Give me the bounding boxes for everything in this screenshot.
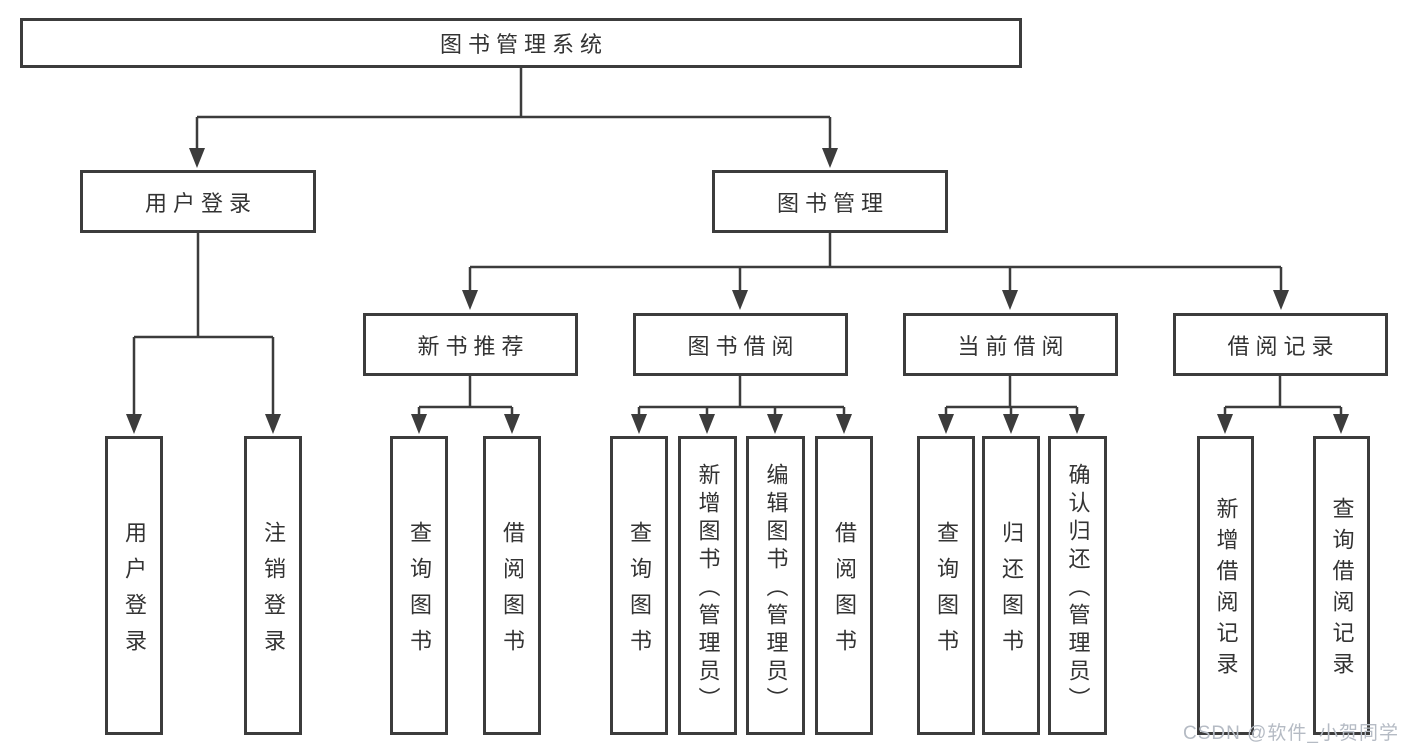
leaf-query-books-borrow: 查询图书 [610, 436, 668, 735]
leaf-logout-label: 注销登录 [261, 520, 286, 665]
leaf-query-books-recommend: 查询图书 [390, 436, 448, 735]
leaf-query-books-recommend-label: 查询图书 [407, 520, 432, 665]
leaf-borrow-books-recommend: 借阅图书 [483, 436, 541, 735]
node-new-book-recommend: 新书推荐 [363, 313, 578, 376]
node-current-borrow-label: 当前借阅 [957, 333, 1070, 359]
leaf-user-login-label: 用户登录 [122, 520, 147, 665]
leaf-edit-book-admin: 编辑图书（管理员） [746, 436, 805, 735]
leaf-return-books-label: 归还图书 [999, 520, 1024, 665]
leaf-confirm-return-admin: 确认归还（管理员） [1048, 436, 1107, 735]
leaf-edit-book-admin-label: 编辑图书（管理员） [763, 462, 789, 715]
leaf-confirm-return-admin-label: 确认归还（管理员） [1065, 462, 1091, 715]
node-current-borrow: 当前借阅 [903, 313, 1118, 376]
connector-current-borrow-children [944, 376, 1079, 416]
leaf-logout: 注销登录 [244, 436, 302, 735]
leaf-query-borrow-record: 查询借阅记录 [1313, 436, 1370, 735]
node-book-borrow: 图书借阅 [633, 313, 848, 376]
node-book-borrow-label: 图书借阅 [687, 333, 800, 359]
connector-user-login-children [132, 233, 275, 416]
leaf-add-borrow-record: 新增借阅记录 [1197, 436, 1254, 735]
node-user-login-label: 用户登录 [144, 190, 257, 216]
leaf-add-book-admin: 新增图书（管理员） [678, 436, 737, 735]
leaf-return-books: 归还图书 [982, 436, 1040, 735]
connector-root-to-level2 [195, 68, 832, 150]
leaf-borrow-books: 借阅图书 [815, 436, 873, 735]
node-book-management: 图书管理 [712, 170, 948, 233]
node-root-label: 图书管理系统 [439, 32, 608, 57]
connector-borrow-records-children [1223, 376, 1343, 416]
node-root: 图书管理系统 [20, 18, 1022, 68]
connector-new-book-recommend-children [417, 376, 514, 416]
leaf-add-book-admin-label: 新增图书（管理员） [695, 462, 721, 715]
node-borrow-records-label: 借阅记录 [1227, 333, 1340, 359]
leaf-borrow-books-label: 借阅图书 [832, 520, 857, 665]
node-user-login: 用户登录 [80, 170, 316, 233]
leaf-user-login: 用户登录 [105, 436, 163, 735]
leaf-query-borrow-record-label: 查询借阅记录 [1329, 497, 1355, 683]
arrowheads [126, 148, 1349, 434]
connector-book-management-children [468, 233, 1283, 292]
leaf-query-books-current: 查询图书 [917, 436, 975, 735]
leaf-query-books-current-label: 查询图书 [934, 520, 959, 665]
connector-book-borrow-children [637, 376, 846, 416]
leaf-query-books-borrow-label: 查询图书 [627, 520, 652, 665]
csdn-watermark: CSDN @软件_小贺同学 [1183, 723, 1399, 744]
node-borrow-records: 借阅记录 [1173, 313, 1388, 376]
leaf-add-borrow-record-label: 新增借阅记录 [1213, 497, 1239, 683]
node-new-book-recommend-label: 新书推荐 [417, 333, 530, 359]
node-book-management-label: 图书管理 [776, 190, 889, 216]
leaf-borrow-books-recommend-label: 借阅图书 [500, 520, 525, 665]
